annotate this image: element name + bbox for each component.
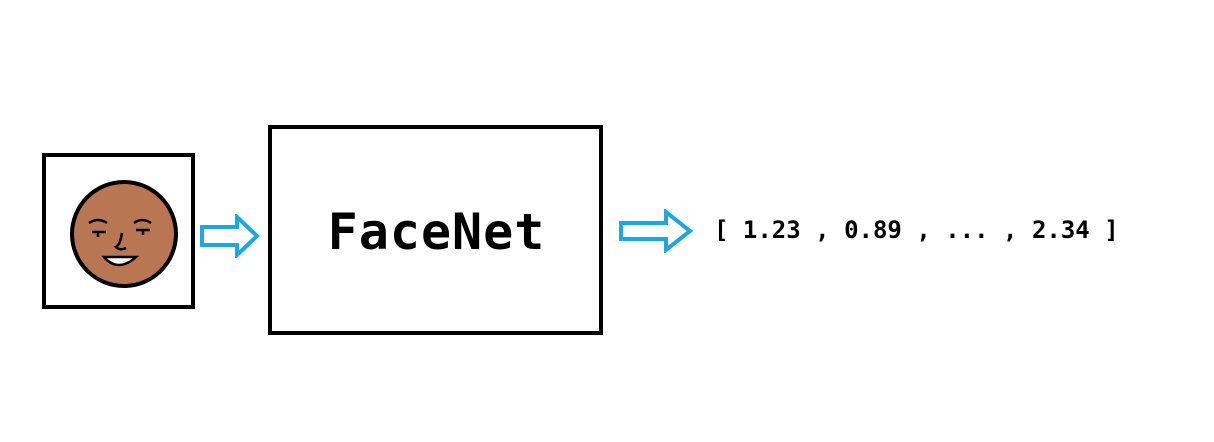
input-face-image — [42, 153, 195, 309]
model-box: FaceNet — [268, 125, 603, 335]
embedding-value: 2.34 — [1031, 216, 1090, 244]
right-arrow-icon — [619, 209, 694, 253]
face-icon — [70, 180, 178, 288]
ellipsis: ... — [945, 216, 989, 244]
embedding-value: 0.89 — [844, 216, 902, 244]
close-bracket: ] — [1104, 216, 1119, 244]
separator: , — [916, 216, 931, 244]
embedding-vector: [ 1.23 , 0.89 , ... , 2.34 ] — [714, 213, 1119, 247]
model-label: FaceNet — [327, 203, 546, 261]
open-bracket: [ — [714, 216, 729, 244]
separator: , — [1003, 216, 1018, 244]
separator: , — [815, 216, 830, 244]
embedding-value: 1.23 — [742, 216, 801, 244]
right-arrow-icon — [200, 214, 260, 258]
